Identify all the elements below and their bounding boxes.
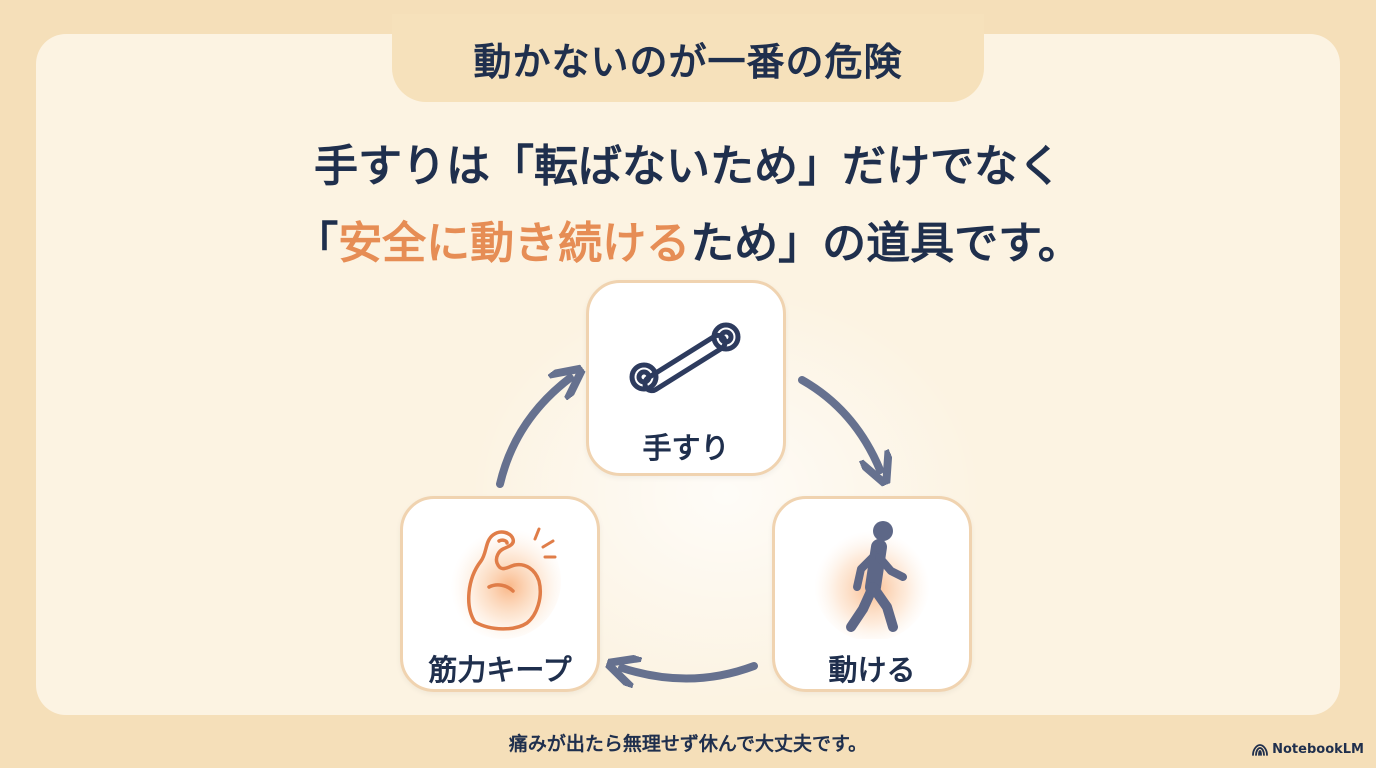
arrow-muscle-to-rail <box>496 378 570 488</box>
cycle-node-walk: 動ける <box>772 496 972 692</box>
cycle-node-muscle: 筋力キープ <box>400 496 600 692</box>
brand-name: NotebookLM <box>1272 742 1364 757</box>
notebooklm-logo-icon <box>1252 743 1269 756</box>
header-title: 動かないのが一番の危険 <box>473 39 903 84</box>
node-label-walk: 動ける <box>828 653 916 687</box>
footer-note: 痛みが出たら無理せず休んで大丈夫です。 <box>508 733 868 755</box>
headline-rest-text: ため」の道具です。 <box>690 218 1082 269</box>
node-label-handrail: 手すり <box>642 431 730 465</box>
arrow-rail-to-walk <box>798 376 880 470</box>
node-label-muscle: 筋力キープ <box>428 653 572 687</box>
walking-person-icon <box>807 517 937 643</box>
arrow-walk-to-muscle <box>622 666 758 679</box>
headline-accent-text: 安全に動き続ける <box>338 218 691 269</box>
cycle-node-handrail: 手すり <box>586 280 786 476</box>
flexed-arm-icon <box>435 517 565 643</box>
content-panel <box>36 34 1340 715</box>
brand-mark: NotebookLM <box>1252 742 1364 757</box>
headline-line-1: 手すりは「転ばないため」だけでなく <box>314 141 1062 192</box>
header-tab: 動かないのが一番の危険 <box>392 14 984 102</box>
headline-open-bracket: 「 <box>294 218 339 269</box>
headline-line-2: 「安全に動き続けるため」の道具です。 <box>0 207 1376 271</box>
handrail-icon <box>621 313 751 407</box>
